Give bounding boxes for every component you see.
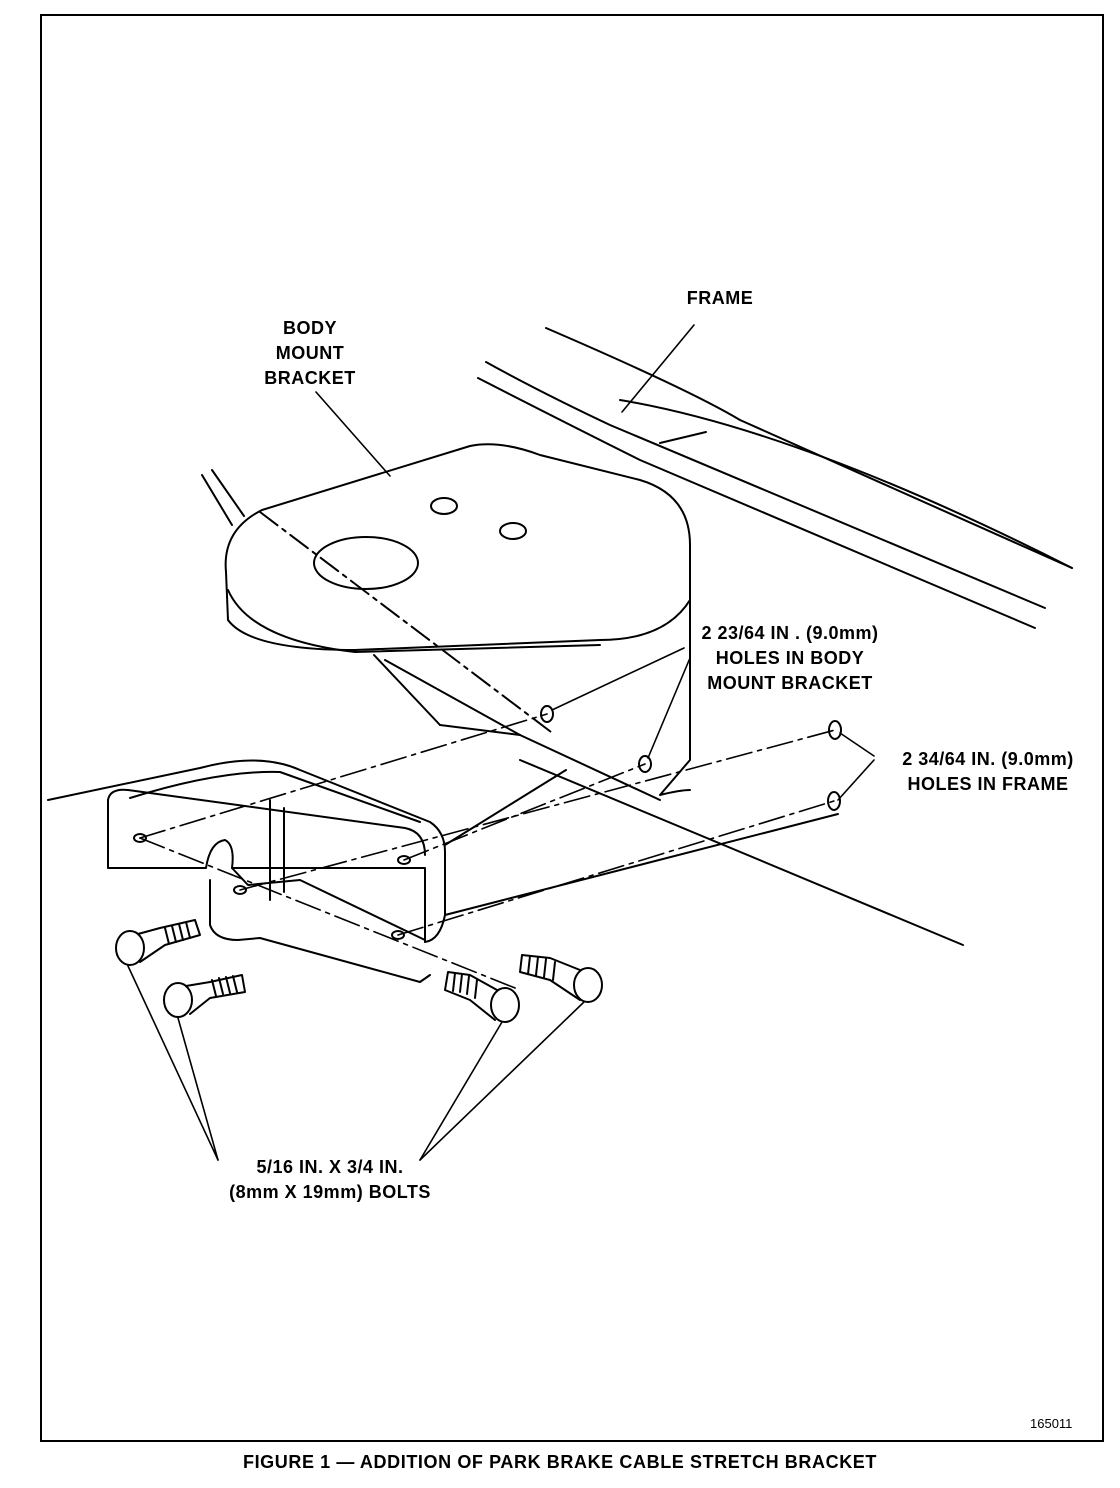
figure-caption: FIGURE 1 — ADDITION OF PARK BRAKE CABLE … (242, 1452, 877, 1472)
leader-lines (127, 324, 875, 1161)
label-bolts: 5/16 IN. X 3/4 IN. (8mm X 19mm) BOLTS (210, 1155, 450, 1205)
body-mount-bracket (201, 443, 691, 801)
bolt-2 (163, 974, 246, 1018)
label-line: 5/16 IN. X 3/4 IN. (256, 1157, 404, 1177)
figure-id: 165011 (1030, 1416, 1073, 1431)
holes (540, 705, 842, 811)
frame-rail (477, 327, 1073, 946)
alignment-lines (139, 713, 836, 991)
label-line: (8mm X 19mm) BOLTS (229, 1182, 431, 1202)
label-frame: FRAME (660, 286, 780, 311)
label-line: MOUNT BRACKET (707, 673, 873, 693)
label-holes-frame: 2 34/64 IN. (9.0mm) HOLES IN FRAME (878, 747, 1098, 797)
label-line: HOLES IN BODY (715, 648, 865, 668)
label-frame-text: FRAME (686, 288, 754, 308)
label-line: BODY (282, 318, 337, 338)
bolt-1 (115, 919, 201, 966)
label-body-mount-bracket: BODY MOUNT BRACKET (240, 316, 380, 391)
cable-stretch-bracket (47, 759, 839, 983)
bolt-3 (444, 971, 520, 1023)
label-line: BRACKET (264, 368, 356, 388)
bolts (115, 919, 603, 1023)
label-line: MOUNT (275, 343, 345, 363)
figure-frame (40, 14, 1104, 1442)
label-line: 2 23/64 IN . (9.0mm) (701, 623, 879, 643)
bolt-4 (519, 954, 603, 1003)
label-line: 2 34/64 IN. (9.0mm) (902, 749, 1074, 769)
label-line: HOLES IN FRAME (907, 774, 1069, 794)
label-holes-body-mount: 2 23/64 IN . (9.0mm) HOLES IN BODY MOUNT… (670, 621, 910, 696)
